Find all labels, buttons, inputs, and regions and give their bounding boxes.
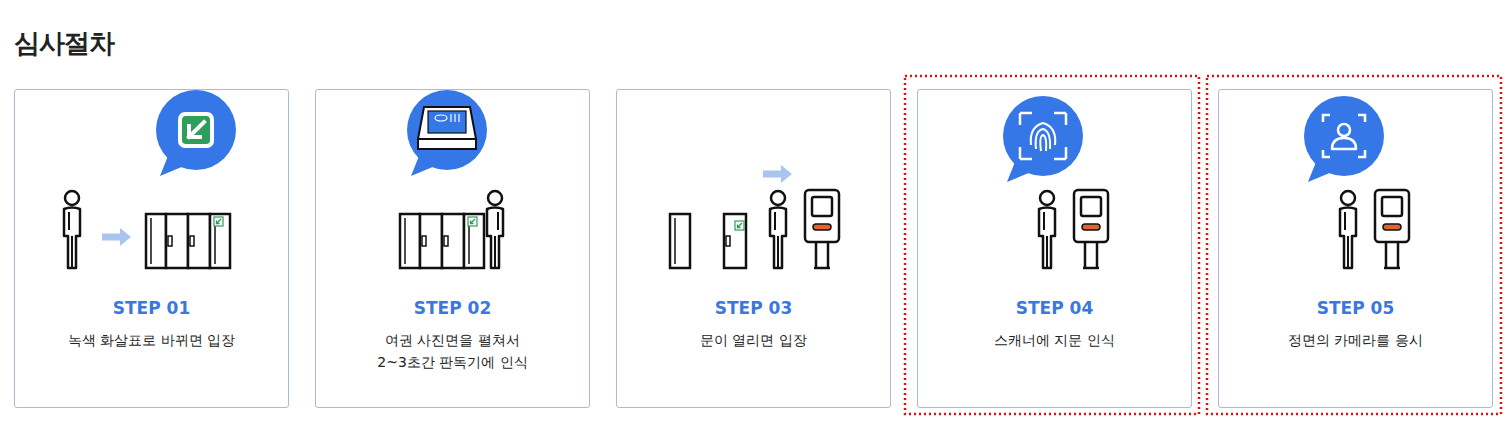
step-label: STEP 01 xyxy=(113,298,191,318)
step-description: 녹색 화살표로 바뀌면 입장 xyxy=(68,329,235,351)
step-label: STEP 04 xyxy=(1016,298,1094,318)
page-title: 심사절차 xyxy=(14,26,114,61)
step-label: STEP 05 xyxy=(1317,298,1395,318)
step-card: STEP 04 스캐너에 지문 인식 xyxy=(917,89,1192,408)
step-description: 여권 사진면을 펼쳐서 2~3초간 판독기에 인식 xyxy=(373,329,533,373)
highlight-frame xyxy=(1207,76,1501,414)
highlight-frame xyxy=(905,76,1199,414)
step-description: 스캐너에 지문 인식 xyxy=(994,329,1115,351)
step-card: STEP 05 정면의 카메라를 응시 xyxy=(1218,89,1493,408)
step-card: STEP 01 녹색 화살표로 바뀌면 입장 xyxy=(14,89,289,408)
step-card: STEP 03 문이 열리면 입장 xyxy=(616,89,891,408)
step-card: STEP 02 여권 사진면을 펼쳐서 2~3초간 판독기에 인식 xyxy=(315,89,590,408)
step-description: 정면의 카메라를 응시 xyxy=(1288,329,1423,351)
step-label: STEP 02 xyxy=(414,298,492,318)
step-label: STEP 03 xyxy=(715,298,793,318)
step-description: 문이 열리면 입장 xyxy=(700,329,807,351)
